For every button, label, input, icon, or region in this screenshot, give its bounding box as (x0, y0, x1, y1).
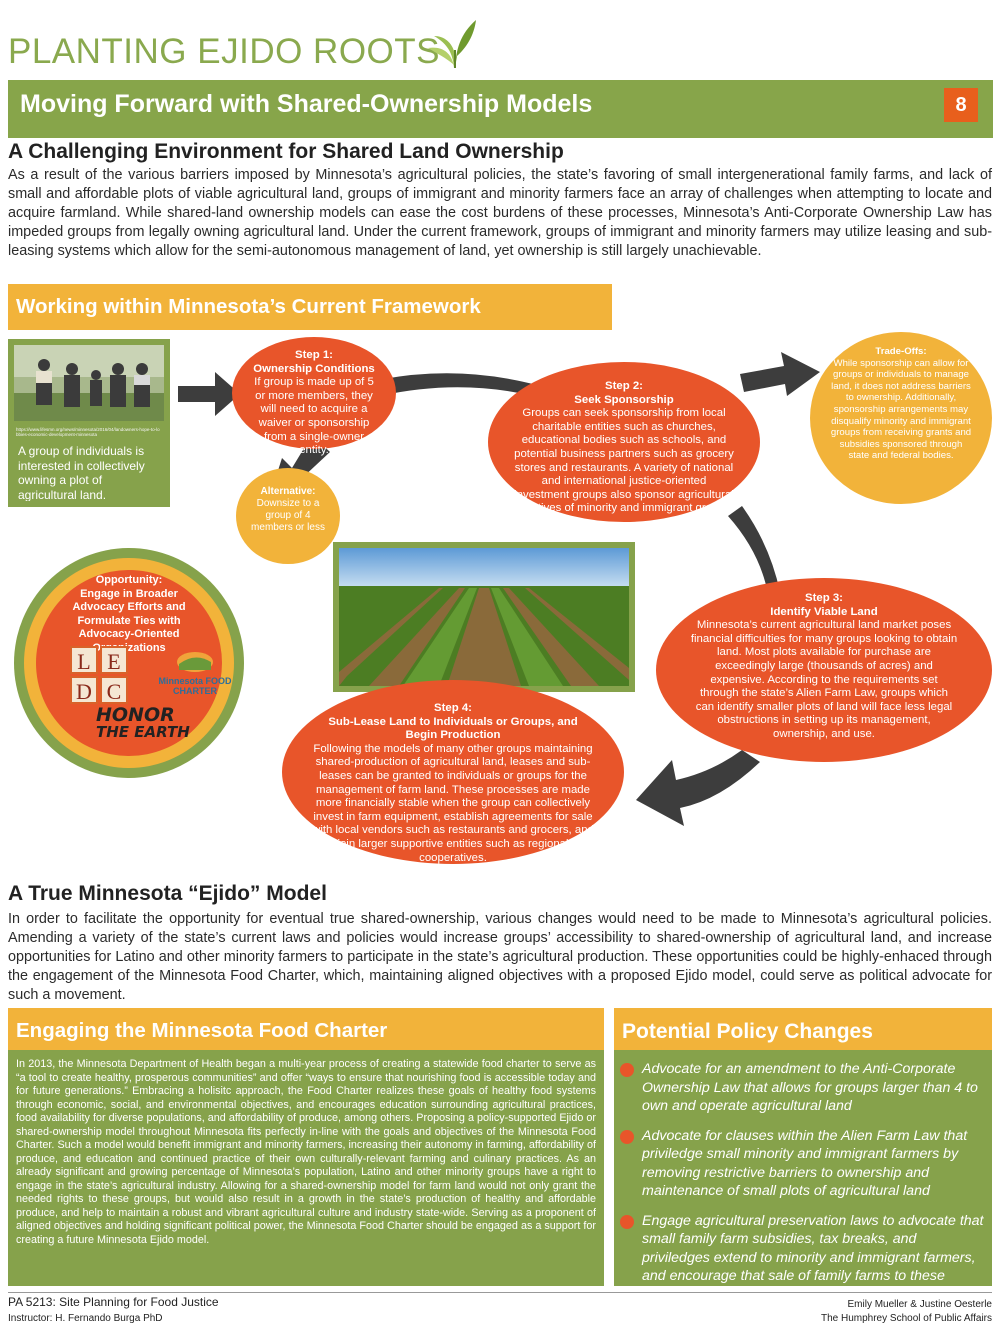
alternative-title: Alternative: (260, 486, 316, 497)
section-body-challenging: As a result of the various barriers impo… (8, 167, 992, 259)
honor-the-earth-logo: HONOR THE EARTH (96, 706, 206, 748)
food-charter-band-title: Engaging the Minnesota Food Charter (16, 1019, 388, 1042)
tradeoffs-text: While sponsorship can allow for groups o… (830, 357, 972, 462)
alternative-bubble: Alternative: Downsize to a group of 4 me… (236, 468, 340, 564)
policy-item-text: Advocate for an amendment to the Anti-Co… (642, 1061, 978, 1114)
footer-school: The Humphrey School of Public Affairs (820, 1313, 992, 1324)
step1-subtitle: Ownership Conditions (253, 362, 375, 375)
photo-credit: https://www.lifesmn.org/news/minnesota/2… (16, 427, 160, 437)
ledc-logo: L E D C (70, 646, 130, 704)
food-charter-logo: Minnesota FOOD CHARTER (150, 648, 240, 704)
svg-text:L: L (77, 649, 90, 674)
step3-text: Minnesota’s current agricultural land ma… (690, 619, 958, 740)
policy-item: Advocate for clauses within the Alien Fa… (620, 1127, 984, 1201)
svg-text:E: E (107, 649, 120, 674)
framework-band: Working within Minnesota’s Current Frame… (8, 284, 612, 330)
policy-item-text: Advocate for clauses within the Alien Fa… (642, 1127, 968, 1200)
step1-title: Step 1: (295, 349, 333, 361)
honor-logo-line2: THE EARTH (96, 723, 190, 741)
arrow-to-tradeoffs-icon (740, 352, 820, 396)
step4-text: Following the models of many other group… (312, 742, 594, 864)
food-charter-panel: In 2013, the Minnesota Department of Hea… (8, 1050, 604, 1286)
footer-divider (8, 1292, 992, 1293)
step4-bubble: Step 4: Sub-Lease Land to Individuals or… (282, 680, 624, 864)
svg-text:C: C (107, 679, 122, 704)
photo-caption: A group of individuals is interested in … (18, 444, 145, 502)
flow-arrows (178, 352, 820, 826)
title-bar (8, 80, 993, 138)
footer-authors: Emily Mueller & Justine Oesterle (847, 1299, 993, 1310)
footer-instructor: Instructor: H. Fernando Burga PhD (8, 1313, 163, 1324)
svg-text:D: D (76, 679, 92, 704)
food-charter-band: Engaging the Minnesota Food Charter (8, 1008, 604, 1050)
page-title: Moving Forward with Shared-Ownership Mod… (20, 90, 593, 118)
arrow-to-step4-icon (636, 750, 760, 826)
policy-item-text: Engage agricultural preservation laws to… (642, 1212, 984, 1303)
step1-text: If group is made up of 5 or more members… (254, 376, 374, 457)
farmers-photo (14, 345, 164, 421)
alternative-text: Downsize to a group of 4 members or less (251, 498, 325, 533)
opportunity-text-block: Opportunity: Engage in Broader Advocacy … (58, 574, 200, 655)
opportunity-text: Engage in Broader Advocacy Efforts and F… (72, 587, 186, 654)
honor-logo-line1: HONOR (96, 704, 175, 726)
step4-subtitle: Sub-Lease Land to Individuals or Groups,… (328, 715, 578, 742)
step3-title: Step 3: (805, 592, 843, 604)
footer-course: PA 5213: Site Planning for Food Justice (8, 1295, 219, 1309)
farmers-photo-card: https://www.lifesmn.org/news/minnesota/2… (8, 339, 170, 507)
step2-text: Groups can seek sponsorship from local c… (514, 407, 734, 515)
policy-band: Potential Policy Changes (614, 1008, 992, 1054)
step2-bubble: Step 2: Seek Sponsorship Groups can seek… (488, 362, 760, 522)
opportunity-title: Opportunity: (95, 574, 163, 586)
leaf-logo-icon (428, 20, 476, 68)
step4-title: Step 4: (434, 702, 472, 714)
section-body-ejido: In order to facilitate the opportunity f… (8, 911, 992, 1003)
page-number-badge: 8 (944, 88, 978, 122)
step2-title: Step 2: (605, 380, 643, 392)
step2-subtitle: Seek Sponsorship (574, 393, 674, 406)
arrow-to-step1-icon (178, 372, 240, 416)
step3-subtitle: Identify Viable Land (770, 605, 878, 618)
policy-band-title: Potential Policy Changes (622, 1020, 873, 1043)
arrow-to-step2-arc-icon (378, 373, 560, 402)
section-heading-ejido: A True Minnesota “Ejido” Model (8, 882, 327, 905)
policy-item: Advocate for an amendment to the Anti-Co… (620, 1060, 984, 1116)
section-heading-challenging: A Challenging Environment for Shared Lan… (8, 140, 564, 163)
policy-panel: Advocate for an amendment to the Anti-Co… (614, 1050, 992, 1303)
bullet-dot-icon (620, 1214, 634, 1229)
field-photo (333, 542, 635, 692)
food-charter-emblem-icon (177, 652, 213, 672)
step1-bubble: Step 1: Ownership Conditions If group is… (232, 337, 396, 456)
tradeoffs-bubble: Trade-Offs: While sponsorship can allow … (810, 332, 992, 504)
brand-title: PLANTING EJIDO ROOTS (8, 32, 440, 71)
tradeoffs-title: Trade-Offs: (875, 346, 927, 357)
step3-bubble: Step 3: Identify Viable Land Minnesota’s… (656, 578, 992, 762)
bullet-dot-icon (620, 1129, 634, 1144)
policy-item: Engage agricultural preservation laws to… (620, 1212, 984, 1305)
bullet-dot-icon (620, 1063, 634, 1077)
food-charter-logo-text: Minnesota FOOD CHARTER (158, 676, 232, 696)
framework-band-title: Working within Minnesota’s Current Frame… (16, 295, 481, 318)
food-charter-body: In 2013, the Minnesota Department of Hea… (16, 1058, 596, 1246)
